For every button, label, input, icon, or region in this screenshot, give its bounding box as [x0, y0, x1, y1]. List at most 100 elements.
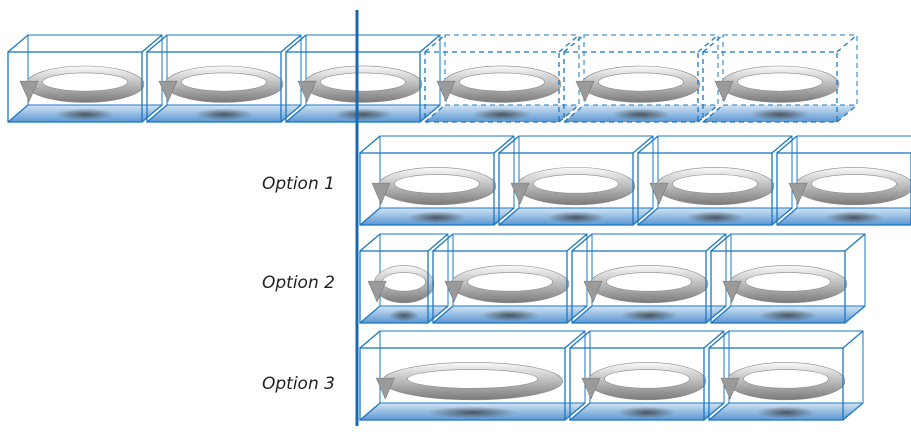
- box-depth-edge: [498, 207, 520, 226]
- box-front-frame: [432, 250, 568, 324]
- boxes-layer: [7, 34, 911, 421]
- ring-arrowhead: [722, 280, 742, 303]
- box-depth-edge: [836, 104, 858, 123]
- box-depth-edge: [705, 305, 727, 324]
- ring-shadow: [546, 211, 606, 224]
- box-front-frame: [702, 51, 838, 123]
- cycle-ring: [728, 265, 848, 304]
- ring-arrowhead: [575, 80, 595, 103]
- ring-arrowhead: [788, 182, 808, 205]
- cycle-ring: [442, 65, 562, 103]
- box-depth-edge: [146, 34, 168, 53]
- ring-shadow: [617, 406, 677, 419]
- box-front-frame: [285, 51, 421, 123]
- box-front-frame: [637, 152, 773, 226]
- box-front-frame: [359, 347, 566, 421]
- box-depth-edge: [708, 330, 730, 349]
- box-depth-edge: [141, 34, 163, 53]
- box-front-frame: [7, 51, 143, 123]
- box-front-frame: [708, 347, 844, 421]
- ring-arrowhead: [720, 377, 740, 400]
- box-depth-edge: [697, 104, 719, 123]
- original-iteration-box: [424, 34, 580, 123]
- ring-shadow: [427, 406, 518, 419]
- box-depth-edge: [566, 233, 588, 252]
- option-2-iteration-box: [710, 233, 866, 324]
- ring-arrowhead: [581, 377, 601, 400]
- box-depth-edge: [359, 207, 381, 226]
- ring-shadow: [750, 108, 810, 121]
- box-depth-edge: [424, 34, 446, 53]
- box-depth-edge: [564, 402, 586, 421]
- box-depth-edge: [359, 305, 381, 324]
- box-back-frame: [27, 34, 163, 106]
- box-back-frame: [589, 330, 725, 404]
- box-depth-edge: [359, 233, 381, 252]
- cycle-ring: [794, 167, 911, 206]
- option-1-iteration-box: [637, 135, 793, 226]
- option-1-iteration-box: [498, 135, 654, 226]
- box-depth-edge: [697, 34, 719, 53]
- option-1-iteration-box: [776, 135, 911, 226]
- option-1-label: Option 1: [262, 174, 335, 194]
- box-depth-edge: [280, 34, 302, 53]
- box-depth-edge: [703, 402, 725, 421]
- original-iteration-box: [563, 34, 719, 123]
- cycle-ring: [581, 65, 701, 103]
- box-depth-edge: [141, 104, 163, 123]
- option-2-iteration-box: [359, 233, 449, 324]
- cycle-ring: [589, 265, 709, 304]
- ring-shadow: [824, 211, 884, 224]
- ring-shadow: [756, 406, 816, 419]
- box-back-frame: [452, 233, 588, 307]
- box-front-frame: [571, 250, 707, 324]
- ring-shadow: [407, 211, 467, 224]
- box-front-frame: [563, 51, 699, 123]
- box-depth-edge: [637, 207, 659, 226]
- box-depth-edge: [563, 104, 585, 123]
- cycle-ring: [303, 65, 423, 103]
- cycle-ring: [377, 167, 497, 206]
- box-back-frame: [379, 135, 515, 209]
- ring-arrowhead: [510, 182, 530, 205]
- box-depth-edge: [776, 207, 798, 226]
- box-depth-edge: [419, 104, 441, 123]
- box-depth-edge: [771, 207, 793, 226]
- box-depth-edge: [427, 233, 449, 252]
- box-front-frame: [146, 51, 282, 123]
- box-front-frame: [359, 152, 495, 226]
- original-iteration-box: [702, 34, 858, 123]
- box-depth-edge: [569, 330, 591, 349]
- ring-arrowhead: [297, 80, 317, 103]
- box-depth-edge: [705, 233, 727, 252]
- box-front-frame: [424, 51, 560, 123]
- box-back-frame: [444, 34, 580, 106]
- ring-shadow: [472, 108, 532, 121]
- option-2-iteration-box: [571, 233, 727, 324]
- box-depth-edge: [7, 34, 29, 53]
- box-depth-edge: [359, 402, 381, 421]
- cycle-ring: [720, 65, 840, 103]
- ring-shadow: [480, 309, 540, 322]
- box-depth-edge: [771, 135, 793, 154]
- ring-arrowhead: [19, 80, 39, 103]
- box-depth-edge: [427, 305, 449, 324]
- box-back-frame: [728, 330, 864, 404]
- cycle-ring: [450, 265, 570, 304]
- cycle-ring: [516, 167, 636, 206]
- box-depth-edge: [842, 402, 864, 421]
- box-depth-edge: [359, 330, 381, 349]
- box-depth-edge: [285, 104, 307, 123]
- box-depth-edge: [844, 305, 866, 324]
- box-depth-edge: [566, 305, 588, 324]
- box-depth-edge: [558, 34, 580, 53]
- ring-arrowhead: [583, 280, 603, 303]
- box-depth-edge: [7, 104, 29, 123]
- option-2-label: Option 2: [262, 273, 335, 293]
- ring-arrowhead: [649, 182, 669, 205]
- box-back-frame: [583, 34, 719, 106]
- ring-shadow: [758, 309, 818, 322]
- cycle-ring: [373, 265, 435, 304]
- box-depth-edge: [703, 330, 725, 349]
